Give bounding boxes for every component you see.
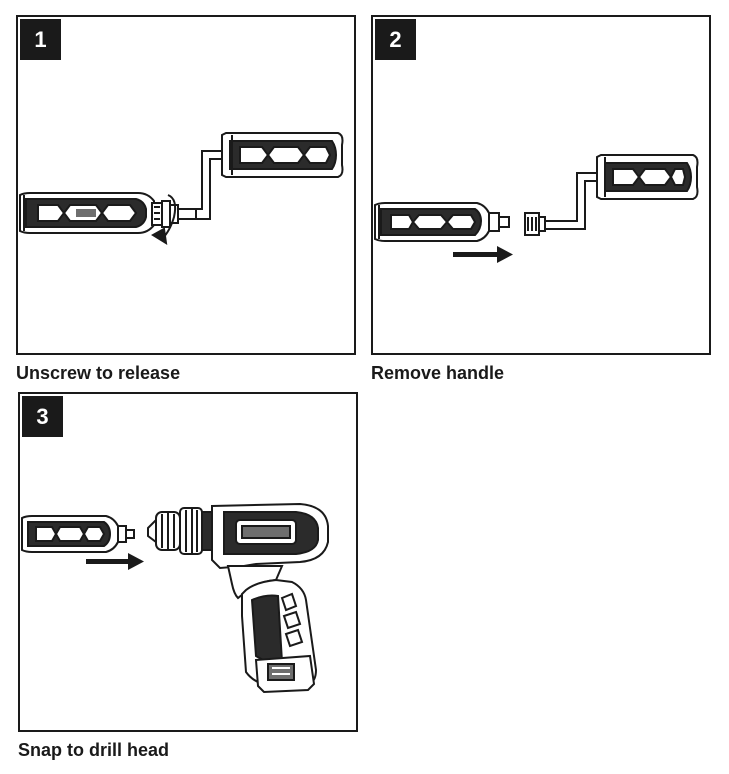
side-handle-grip [374,202,510,242]
step-3-panel: 3 [18,392,358,732]
side-handle-grip [21,515,135,553]
step-3-caption: Snap to drill head [18,740,170,760]
step-2-panel: 2 [371,15,711,355]
crank-rod [177,150,224,220]
push-arrow-icon [86,553,144,570]
push-arrow-icon [453,246,513,263]
drill [147,502,329,694]
step-1-caption: Unscrew to release [16,363,181,383]
step-1-badge: 1 [20,19,61,60]
step-1-panel: 1 [16,15,356,355]
rotate-arrow-icon [151,194,177,245]
step-2-badge: 2 [375,19,416,60]
crank-rod [545,172,599,230]
step-2-illustration [374,154,699,263]
collar [524,212,546,236]
upper-grip [221,132,344,178]
step-1-illustration [19,132,344,245]
step-2-caption: Remove handle [371,363,505,383]
side-handle-grip [19,192,155,234]
step-3-illustration [21,502,329,694]
upper-grip [596,154,699,200]
step-3-badge: 3 [22,396,63,437]
